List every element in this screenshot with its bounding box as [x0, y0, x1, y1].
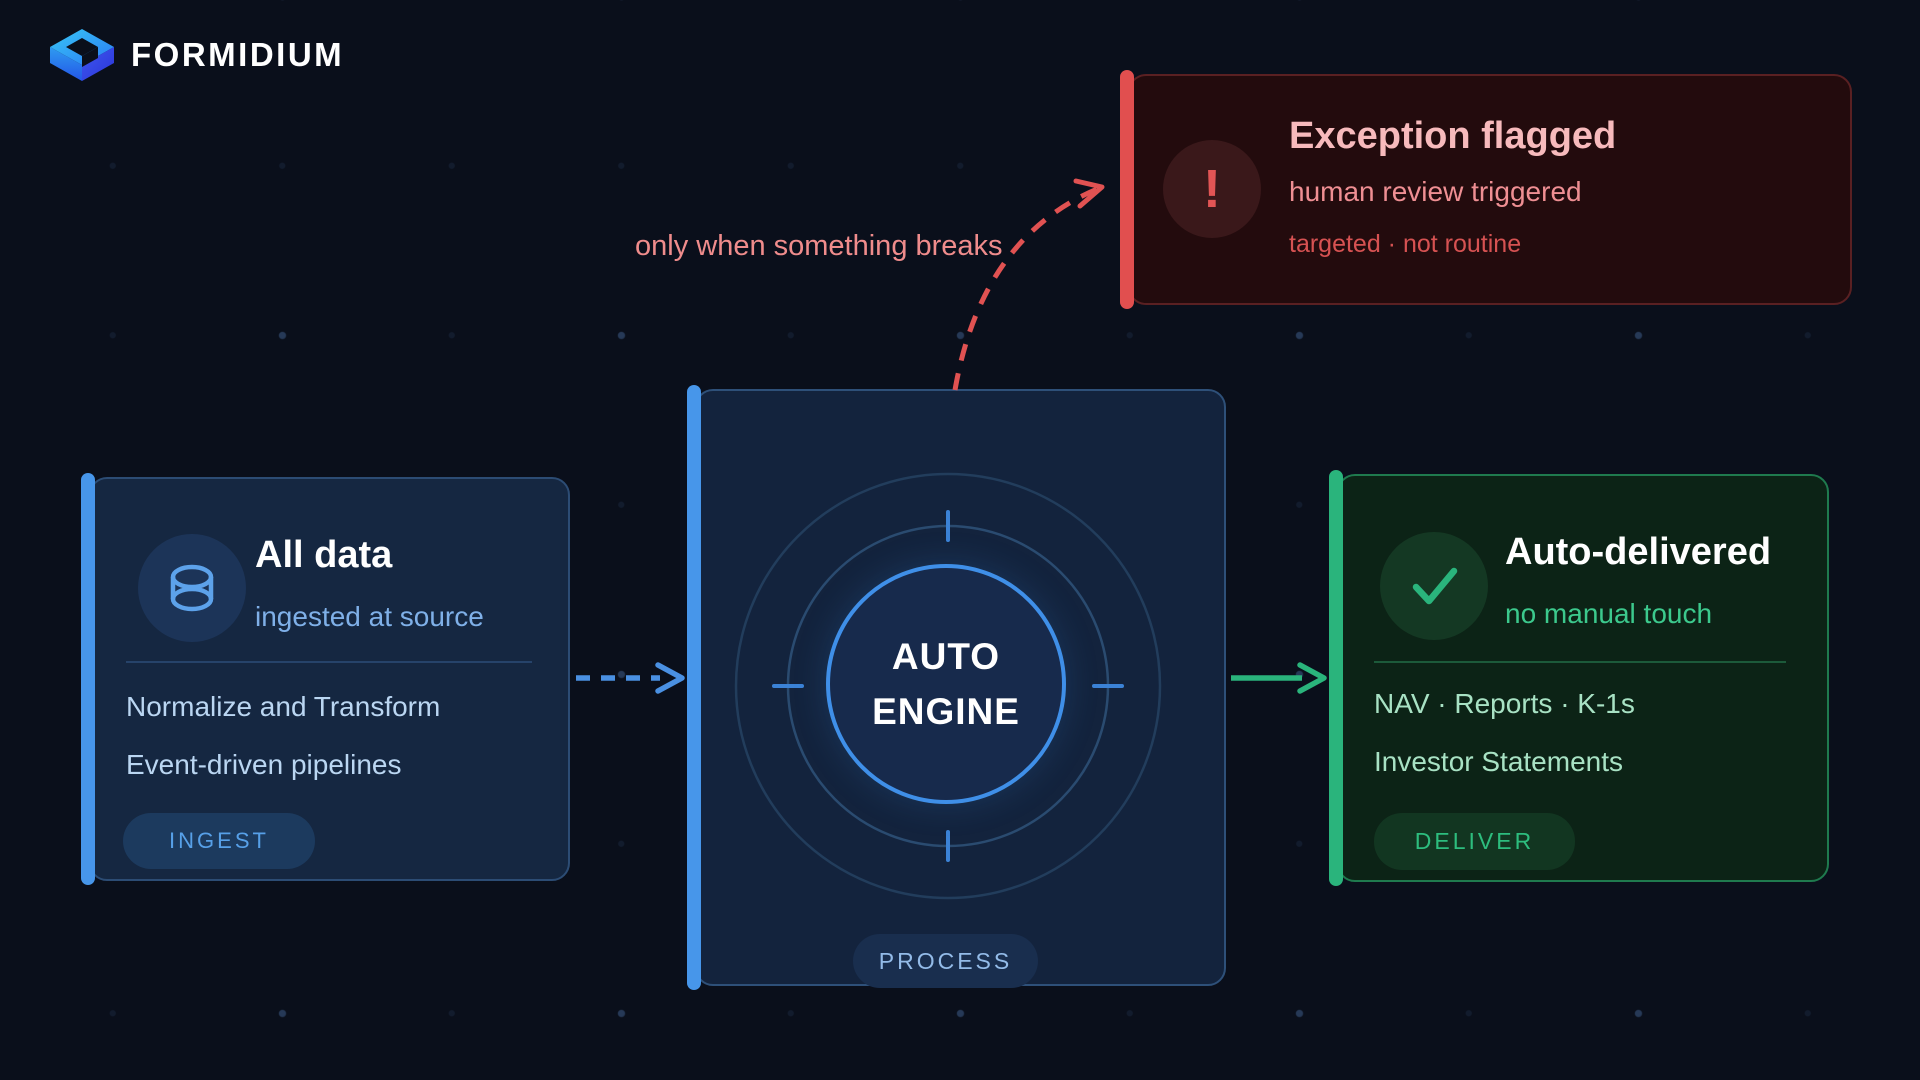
engine-to-exception-arrow: [952, 178, 1105, 391]
engine-title-line1: AUTO: [891, 635, 1001, 677]
engine-card: AUTO ENGINE PROCESS: [687, 385, 1226, 990]
ingest-divider: [126, 661, 532, 663]
database-icon: [138, 534, 246, 642]
ingest-title: All data: [255, 534, 393, 576]
auto-engine-core: AUTO ENGINE: [826, 564, 1066, 804]
exception-subtitle: human review triggered: [1289, 176, 1582, 207]
exception-card: ! Exception flagged human review trigger…: [1120, 70, 1852, 309]
engine-to-deliver-arrow: [1231, 662, 1327, 694]
formidium-logo-icon: [50, 29, 114, 81]
ingest-line-1: Normalize and Transform: [126, 691, 441, 722]
check-icon: [1380, 532, 1488, 640]
exception-meta: targeted · not routine: [1289, 230, 1522, 258]
deliver-line-1: NAV · Reports · K-1s: [1374, 688, 1635, 719]
brand-logo: FORMIDIUM: [48, 27, 344, 83]
engine-tick-marks: [772, 510, 1124, 862]
deliver-divider: [1374, 661, 1786, 663]
exception-accent-bar: [1120, 70, 1134, 309]
ingest-stage-badge: INGEST: [123, 813, 315, 869]
deliver-accent-bar: [1329, 470, 1343, 886]
exception-flow-note: only when something breaks: [635, 230, 1003, 262]
exclamation-icon: !: [1163, 140, 1261, 238]
process-stage-badge: PROCESS: [853, 934, 1038, 988]
engine-rings: [734, 472, 1162, 900]
deliver-card: Auto-delivered no manual touch NAV · Rep…: [1329, 470, 1829, 886]
exception-title: Exception flagged: [1289, 115, 1617, 157]
deliver-stage-badge: DELIVER: [1374, 813, 1575, 870]
brand-name: FORMIDIUM: [131, 36, 345, 73]
ingest-accent-bar: [81, 473, 95, 885]
deliver-line-2: Investor Statements: [1374, 746, 1624, 777]
ingest-subtitle: ingested at source: [255, 601, 484, 632]
engine-accent-bar: [687, 385, 701, 990]
ingest-to-engine-arrow: [576, 662, 685, 694]
ingest-line-2: Event-driven pipelines: [126, 749, 402, 780]
ingest-card: All data ingested at source Normalize an…: [81, 473, 570, 885]
deliver-subtitle: no manual touch: [1505, 598, 1713, 629]
engine-title-line2: ENGINE: [872, 691, 1020, 732]
exclamation-glyph: !: [1203, 159, 1221, 219]
deliver-title: Auto-delivered: [1505, 531, 1772, 573]
